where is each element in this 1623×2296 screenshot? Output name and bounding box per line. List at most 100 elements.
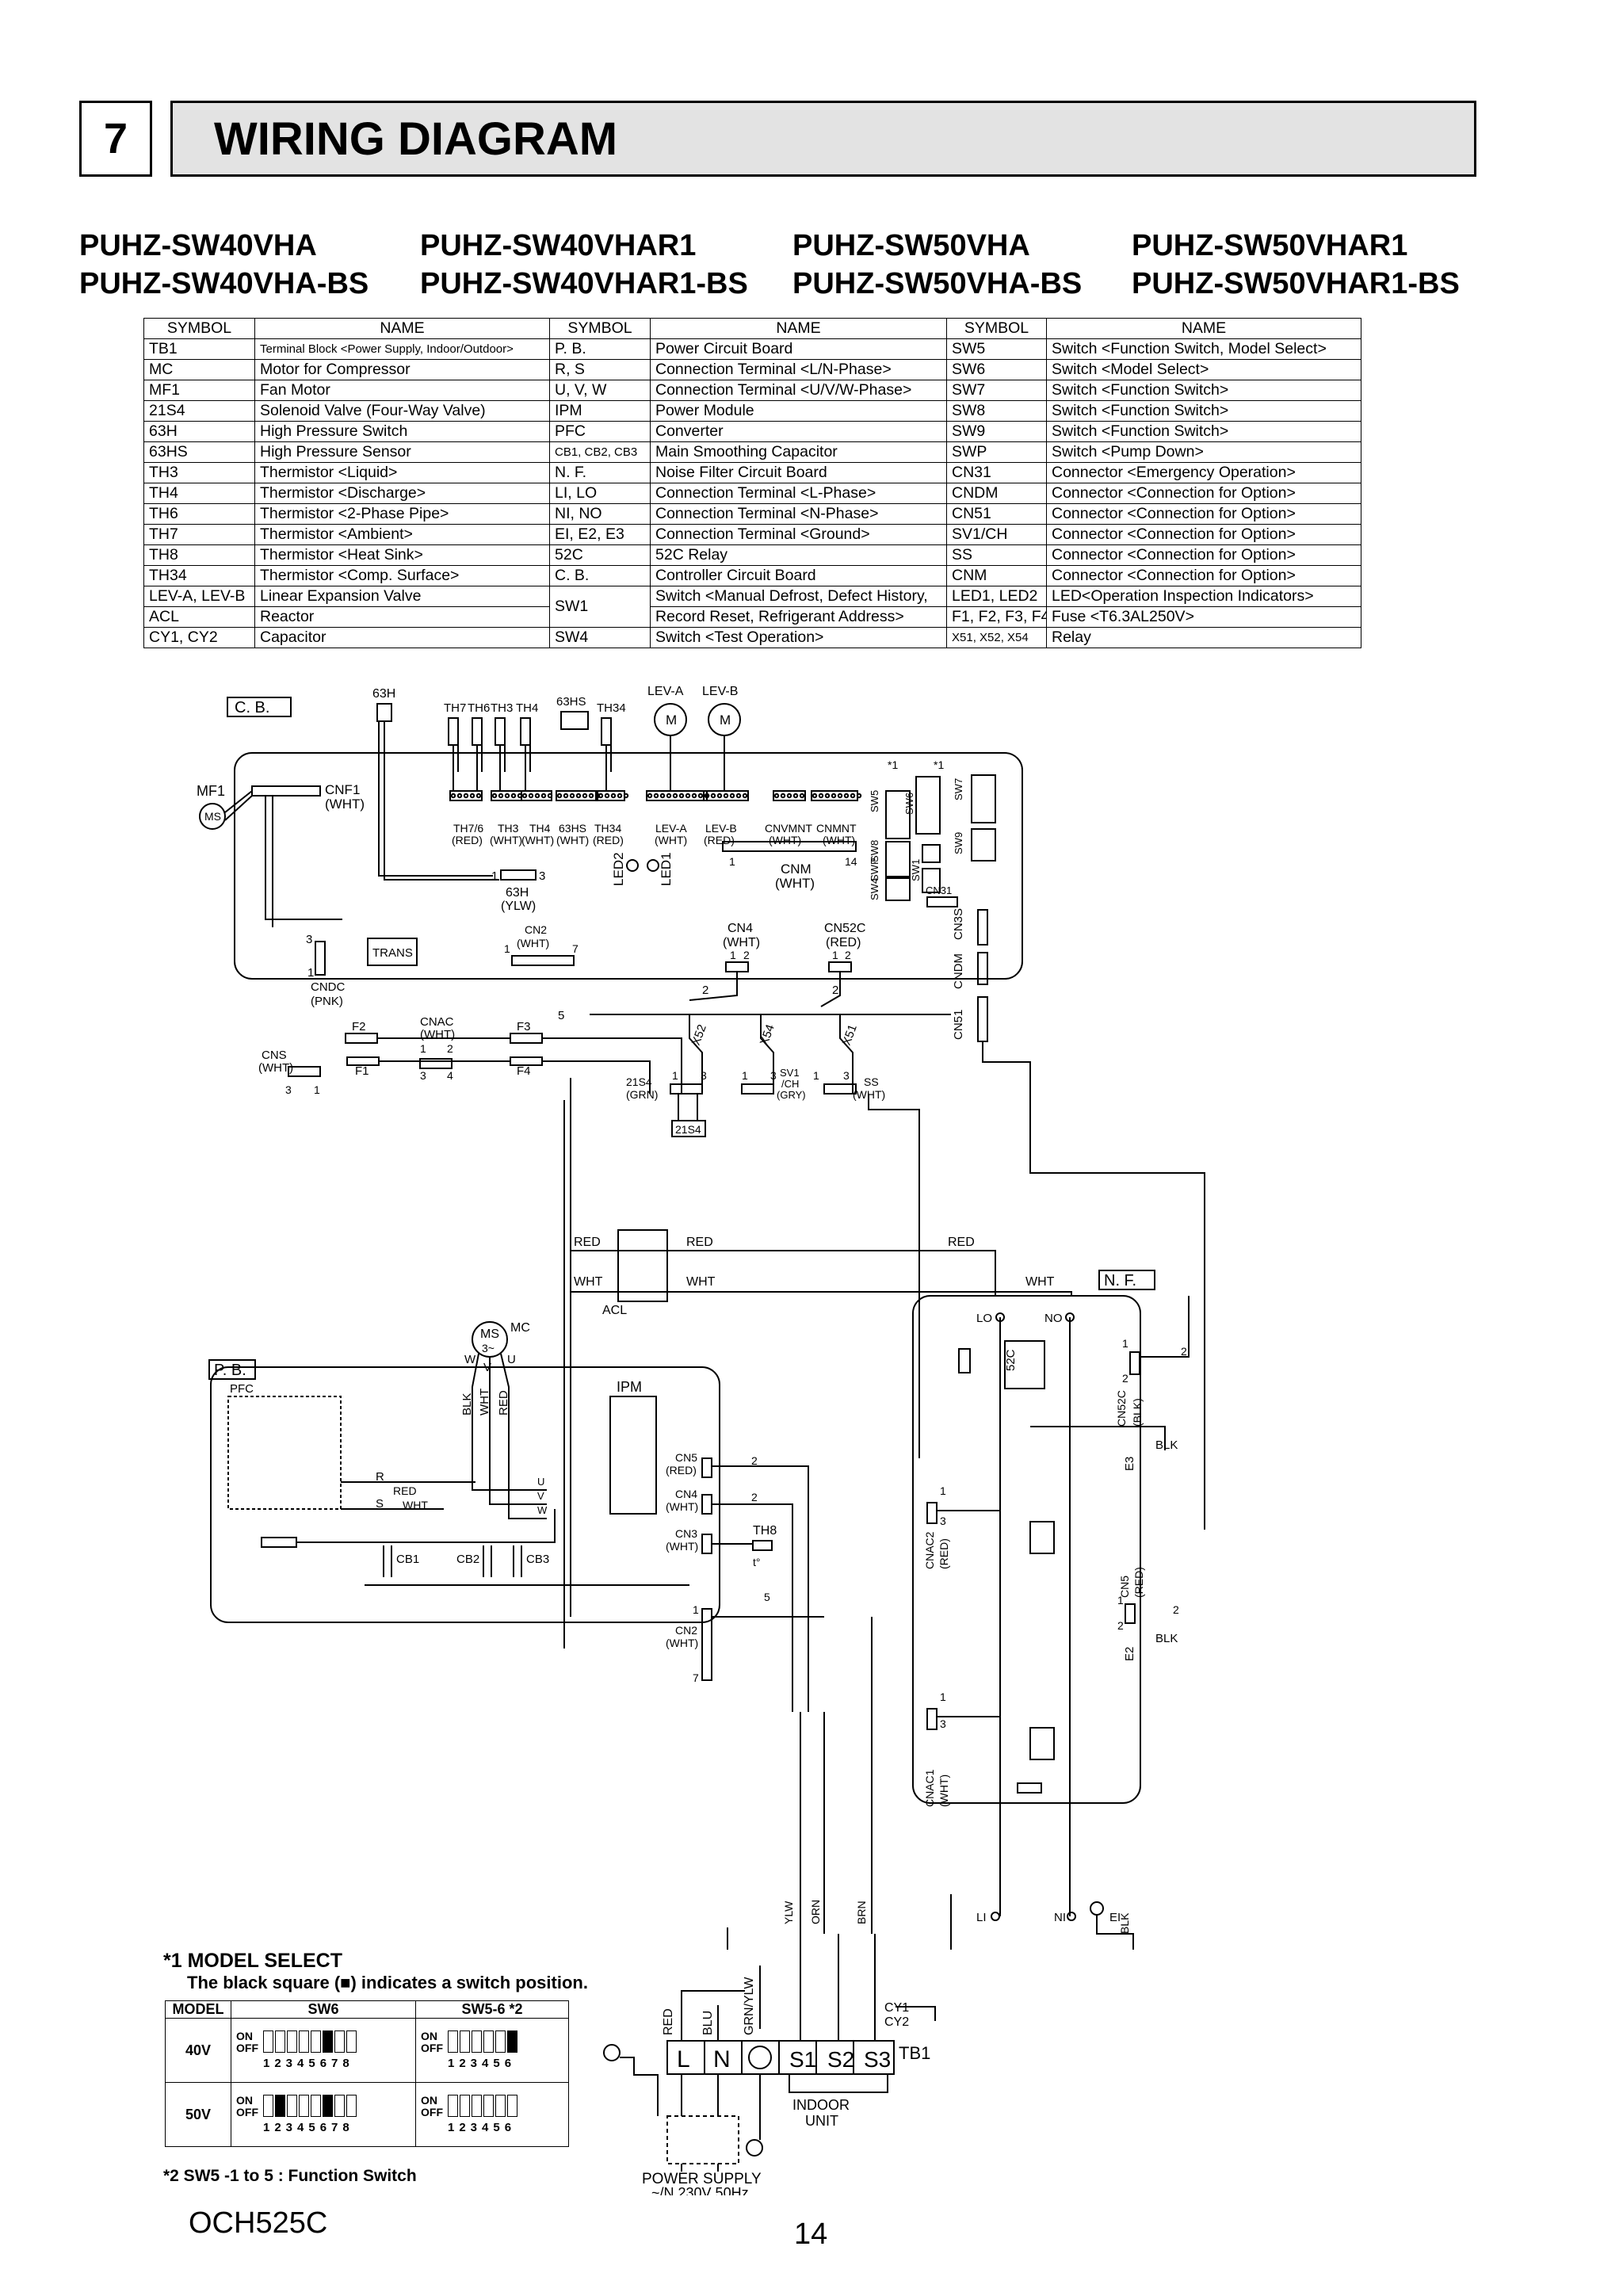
diagram-label: 1 (693, 1603, 699, 1616)
common-mode-choke (1029, 1727, 1055, 1760)
diagram-label: 3 (539, 869, 545, 883)
dip-switch-position (311, 2095, 321, 2117)
table-cell: Connection Terminal <N-Phase> (650, 503, 947, 525)
diagram-label: (WHT) (666, 1500, 698, 1513)
reactor-acl (617, 1229, 668, 1302)
diagram-label: S1 (789, 2047, 816, 2072)
diagram-label: (RED) (593, 834, 624, 846)
relay-52c (1004, 1340, 1045, 1389)
dip-switch-position (287, 2095, 297, 2117)
table-cell: MC (143, 359, 255, 380)
connector-pin (786, 793, 792, 799)
switch-numbers: 12345678 (263, 2121, 354, 2134)
diagram-label: MF1 (197, 783, 225, 799)
table-cell: Noise Filter Circuit Board (650, 462, 947, 483)
table-header: SW5-6 *2 (415, 2000, 569, 2019)
table-cell: Power Module (650, 400, 947, 422)
diagram-label: UNIT (805, 2113, 838, 2129)
diagram-label: (GRN) (626, 1088, 658, 1101)
diagram-label: LED1 (659, 852, 674, 886)
switch-numbers: 123456 (448, 2057, 517, 2070)
table-header: NAME (650, 318, 947, 339)
connector-pin (843, 793, 850, 799)
diagram-label: 7 (572, 942, 579, 955)
diagram-label: MS (480, 1328, 499, 1341)
fuse-f2 (345, 1033, 378, 1044)
connector-pin (556, 793, 563, 799)
connector-pin (831, 793, 837, 799)
connector-pin (666, 793, 672, 799)
diagram-label: (RED) (452, 834, 483, 846)
table-cell: C. B. (549, 565, 651, 586)
table-cell: SW5 (946, 338, 1047, 360)
diagram-label: M (720, 712, 731, 728)
model-name: PUHZ-SW40VHAR1-BS (420, 267, 748, 300)
model-name: PUHZ-SW50VHAR1-BS (1132, 267, 1460, 300)
connector-pin (588, 793, 594, 799)
table-cell: Thermistor <Heat Sink> (254, 544, 550, 566)
off-label: OFF (421, 2042, 443, 2054)
diagram-label: ACL (602, 1304, 627, 1317)
diagram-label: INDOOR (792, 2097, 850, 2113)
earth-symbol (746, 2139, 763, 2157)
model-cell: 40V (165, 2018, 231, 2083)
power-board-outline (210, 1366, 720, 1623)
diagram-label: CY1 (884, 2001, 909, 2015)
diagram-label: LEV-A (655, 822, 687, 835)
dip-switch-position (299, 2095, 309, 2117)
dip-switch-sw9 (971, 828, 996, 861)
thermistor (448, 717, 459, 746)
connector-pin (647, 793, 653, 799)
diagram-label: TRANS (372, 946, 413, 960)
diagram-label: 7 (693, 1671, 699, 1684)
pressure-switch-63h (376, 703, 392, 722)
table-cell: P. B. (549, 338, 651, 360)
diagram-label: (RED) (704, 834, 735, 846)
diagram-label: SW1 (910, 859, 922, 881)
terminal-ni (1067, 1912, 1076, 1921)
model-select-footnote: *2 SW5 -1 to 5 : Function Switch (163, 2167, 417, 2185)
diagram-label: SWP (869, 858, 880, 881)
diagram-label: 2 (702, 984, 708, 997)
table-cell: Power Circuit Board (650, 338, 947, 360)
table-cell: Thermistor <Liquid> (254, 462, 550, 483)
table-cell: Connector <Connection for Option> (1046, 503, 1361, 525)
diagram-label: CN5 (1118, 1576, 1131, 1598)
connector-pin (672, 793, 678, 799)
table-cell: Capacitor (254, 627, 550, 648)
section-number: 7 (79, 101, 152, 177)
dip-switch-position (448, 2030, 458, 2053)
diagram-label: 21S4 (675, 1123, 701, 1136)
diagram-label: CNDM (952, 953, 965, 989)
fan-motor-mf1 (199, 803, 226, 830)
board-label: C. B. (235, 699, 269, 716)
diagram-label: 2 (743, 949, 750, 961)
breaker (666, 2115, 739, 2164)
table-cell: Relay (1046, 627, 1361, 648)
diagram-label: (WHT) (258, 1061, 293, 1075)
dip-switch-position (323, 2095, 333, 2117)
diagram-label: 3 (843, 1069, 850, 1082)
diagram-label: 1 (940, 1484, 946, 1497)
dip-switch-position (323, 2030, 333, 2053)
diagram-label: 1 (813, 1069, 819, 1082)
table-cell: TH3 (143, 462, 255, 483)
diagram-label: /CH (781, 1078, 799, 1090)
diagram-label: (RED) (1132, 1567, 1145, 1598)
diagram-label: 1 (1117, 1594, 1124, 1606)
pb-trace (296, 1509, 556, 1543)
model-name: PUHZ-SW40VHA (79, 229, 317, 262)
diagram-label: CN4 (675, 1488, 697, 1500)
dip-switch-sw8 (885, 841, 911, 877)
diagram-label: N (713, 2046, 731, 2073)
table-cell: Switch <Function Switch> (1046, 421, 1361, 442)
table-cell: TB1 (143, 338, 255, 360)
diagram-label: 63H (506, 886, 529, 900)
pfc-module (227, 1396, 342, 1510)
diagram-label: SS (864, 1075, 879, 1088)
diagram-label: TH7/6 (453, 822, 483, 835)
connector-cn3s (977, 909, 988, 946)
